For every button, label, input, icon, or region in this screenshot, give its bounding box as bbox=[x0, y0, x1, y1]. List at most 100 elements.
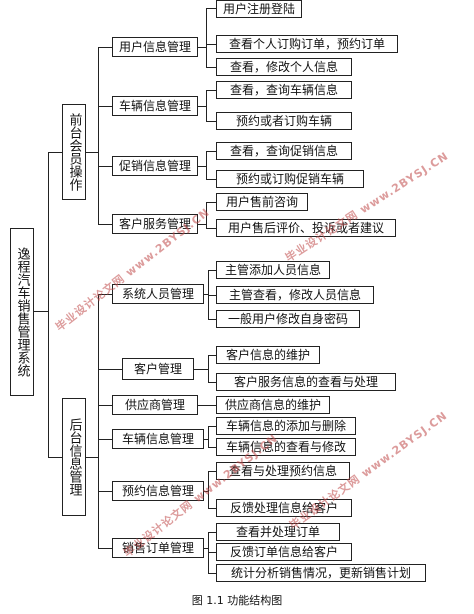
connector bbox=[208, 532, 209, 574]
connector bbox=[208, 270, 216, 271]
connector bbox=[208, 319, 216, 320]
item-label: 用户注册登陆 bbox=[222, 2, 295, 16]
module-user-info: 用户信息管理 bbox=[112, 37, 198, 57]
item-label: 用户售后评价、投诉或者建议 bbox=[227, 221, 384, 235]
connector bbox=[34, 311, 48, 312]
connector bbox=[206, 67, 216, 68]
item-box: 主管添加人员信息 bbox=[216, 261, 330, 279]
item-box: 主管查看，修改人员信息 bbox=[216, 286, 374, 304]
connector bbox=[208, 447, 216, 448]
connector bbox=[208, 382, 216, 383]
connector bbox=[98, 405, 112, 406]
module-label: 销售订单管理 bbox=[121, 541, 194, 555]
module-customer: 客户管理 bbox=[122, 358, 194, 380]
connector bbox=[208, 295, 216, 296]
connector bbox=[206, 121, 216, 122]
item-label: 查看并处理订单 bbox=[235, 525, 320, 539]
item-label: 一般用户修改自身密码 bbox=[227, 312, 348, 326]
connector bbox=[206, 179, 216, 180]
connector bbox=[206, 202, 207, 229]
root-node: 逸程汽车销售管理系统 bbox=[10, 228, 34, 396]
connector bbox=[194, 369, 208, 370]
connector bbox=[206, 202, 216, 203]
connector bbox=[48, 152, 62, 153]
connector bbox=[86, 152, 98, 153]
module-label: 预约信息管理 bbox=[121, 484, 194, 498]
item-label: 供应商信息的维护 bbox=[224, 398, 321, 412]
item-box: 查看并处理订单 bbox=[216, 523, 340, 541]
module-staff: 系统人员管理 bbox=[112, 284, 204, 304]
connector bbox=[98, 294, 112, 295]
module-customer-service: 客户服务管理 bbox=[112, 214, 198, 234]
item-box: 客户服务信息的查看与处理 bbox=[216, 373, 396, 391]
item-label: 预约或订购促销车辆 bbox=[235, 172, 344, 186]
connector bbox=[208, 426, 209, 448]
item-label: 车辆信息的添加与删除 bbox=[225, 419, 346, 433]
connector bbox=[204, 548, 208, 549]
item-box: 查看，修改个人信息 bbox=[216, 58, 352, 76]
connector bbox=[208, 426, 216, 427]
connector bbox=[198, 106, 206, 107]
module-sales-order: 销售订单管理 bbox=[112, 538, 204, 558]
connector bbox=[206, 90, 207, 122]
connector bbox=[208, 355, 216, 356]
connector bbox=[98, 47, 99, 225]
item-label: 反馈处理信息给客户 bbox=[229, 501, 338, 515]
module-label: 客户服务管理 bbox=[118, 217, 191, 231]
item-label: 主管添加人员信息 bbox=[224, 263, 321, 277]
figure-caption: 图 1.1 功能结构图 bbox=[191, 594, 283, 607]
connector bbox=[208, 552, 216, 553]
connector bbox=[98, 47, 112, 48]
back-group-node: 后台信息管理 bbox=[62, 398, 86, 516]
connector bbox=[98, 369, 122, 370]
connector bbox=[98, 294, 99, 548]
connector bbox=[208, 355, 209, 383]
connector bbox=[208, 471, 216, 472]
module-label: 促销信息管理 bbox=[118, 159, 191, 173]
connector bbox=[204, 294, 208, 295]
module-label: 系统人员管理 bbox=[121, 287, 194, 301]
connector bbox=[198, 47, 206, 48]
connector bbox=[98, 166, 112, 167]
connector bbox=[198, 405, 216, 406]
module-reservation: 预约信息管理 bbox=[112, 481, 204, 501]
item-box: 统计分析销售情况，更新销售计划 bbox=[216, 564, 426, 582]
connector bbox=[98, 548, 112, 549]
item-box: 车辆信息的查看与修改 bbox=[216, 438, 356, 456]
item-label: 查看个人订购订单，预约订单 bbox=[228, 37, 385, 51]
item-box: 客户信息的维护 bbox=[216, 346, 320, 364]
connector bbox=[206, 151, 216, 152]
back-group-label: 后台信息管理 bbox=[66, 418, 82, 496]
item-label: 预约或者订购车辆 bbox=[235, 114, 332, 128]
module-label: 车辆信息管理 bbox=[121, 432, 194, 446]
item-box: 用户注册登陆 bbox=[216, 0, 302, 18]
item-label: 查看与处理预约信息 bbox=[228, 464, 337, 478]
item-label: 主管查看，修改人员信息 bbox=[228, 288, 361, 302]
item-label: 反馈订单信息给客户 bbox=[229, 545, 338, 559]
item-box: 用户售后评价、投诉或者建议 bbox=[216, 219, 396, 237]
item-box: 反馈处理信息给客户 bbox=[216, 499, 352, 517]
connector bbox=[98, 224, 112, 225]
item-label: 查看，查询车辆信息 bbox=[229, 83, 338, 97]
connector bbox=[48, 152, 49, 457]
front-group-node: 前台会员操作 bbox=[62, 104, 86, 200]
item-label: 用户售前咨询 bbox=[225, 195, 298, 209]
item-box: 查看，查询车辆信息 bbox=[216, 81, 352, 99]
connector bbox=[86, 457, 98, 458]
item-label: 车辆信息的查看与修改 bbox=[225, 440, 346, 454]
connector bbox=[208, 573, 216, 574]
item-label: 统计分析销售情况，更新销售计划 bbox=[230, 566, 411, 580]
connector bbox=[98, 439, 112, 440]
connector bbox=[204, 439, 208, 440]
item-box: 用户售前咨询 bbox=[216, 193, 308, 211]
connector bbox=[98, 491, 112, 492]
item-box: 供应商信息的维护 bbox=[216, 396, 330, 414]
connector bbox=[204, 491, 208, 492]
connector bbox=[208, 532, 216, 533]
connector bbox=[206, 44, 216, 45]
module-supplier: 供应商管理 bbox=[112, 395, 198, 415]
connector bbox=[206, 8, 216, 9]
connector bbox=[198, 224, 206, 225]
connector bbox=[48, 457, 62, 458]
